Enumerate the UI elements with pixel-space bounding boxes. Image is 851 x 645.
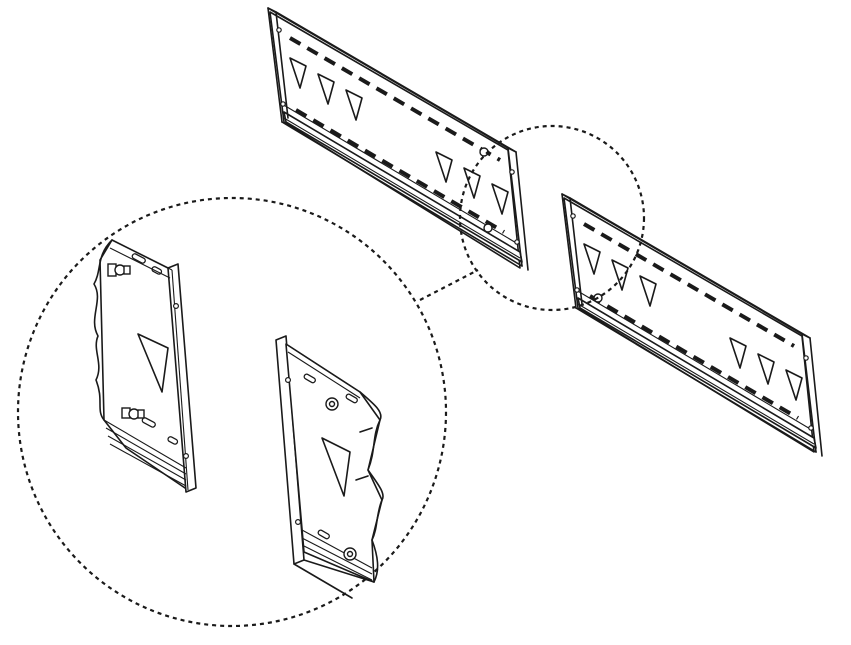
detail-callout: [16, 124, 646, 628]
large-detail-circle: [16, 196, 448, 628]
nut-icon: [343, 547, 357, 561]
bolt-icon: [107, 263, 131, 277]
bracket-right: [275, 335, 384, 599]
bolt-icon: [121, 407, 145, 420]
callout-leader-line: [419, 269, 479, 301]
bracket-left: [93, 239, 197, 493]
lower-right-wall-plate: [561, 193, 823, 457]
upper-left-wall-plate: [267, 7, 529, 271]
small-detail-circle: [458, 124, 646, 312]
nut-icon: [325, 397, 339, 411]
